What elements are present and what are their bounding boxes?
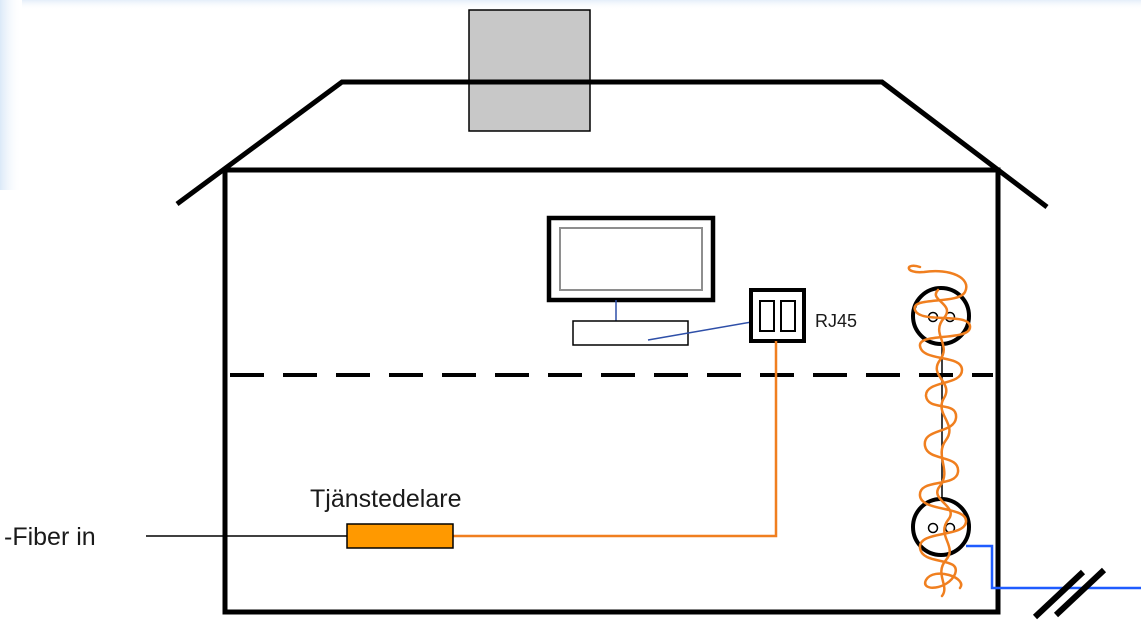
monitor-screen bbox=[559, 227, 703, 291]
cable-break-icon bbox=[1032, 567, 1107, 620]
orange-scribble-overlay bbox=[934, 288, 952, 598]
background-glow-top bbox=[22, 0, 1141, 10]
socket-frame bbox=[749, 288, 806, 343]
computer-monitor-icon bbox=[546, 215, 716, 346]
fiber-drop-cable bbox=[453, 341, 778, 538]
socket-port-left bbox=[759, 300, 775, 332]
socket-port-right bbox=[780, 300, 796, 332]
chimney bbox=[468, 9, 591, 132]
house-outline bbox=[222, 167, 1001, 615]
service-splitter-label: Tjänstedelare bbox=[310, 485, 461, 513]
orange-scribble bbox=[907, 264, 972, 590]
rj45-label: RJ45 bbox=[815, 311, 857, 331]
service-splitter bbox=[346, 523, 454, 549]
outlet-lower-hole-left bbox=[927, 522, 939, 534]
fiber-in-label: -Fiber in bbox=[4, 523, 96, 551]
roof-outline bbox=[175, 79, 1049, 209]
keyboard bbox=[572, 320, 689, 346]
background-glow-left bbox=[0, 0, 22, 190]
break-slash-1 bbox=[1032, 569, 1086, 620]
network-cable bbox=[647, 318, 770, 341]
break-slash-2 bbox=[1053, 567, 1107, 618]
rj45-wall-socket-icon bbox=[749, 288, 806, 343]
power-line bbox=[966, 544, 1141, 590]
